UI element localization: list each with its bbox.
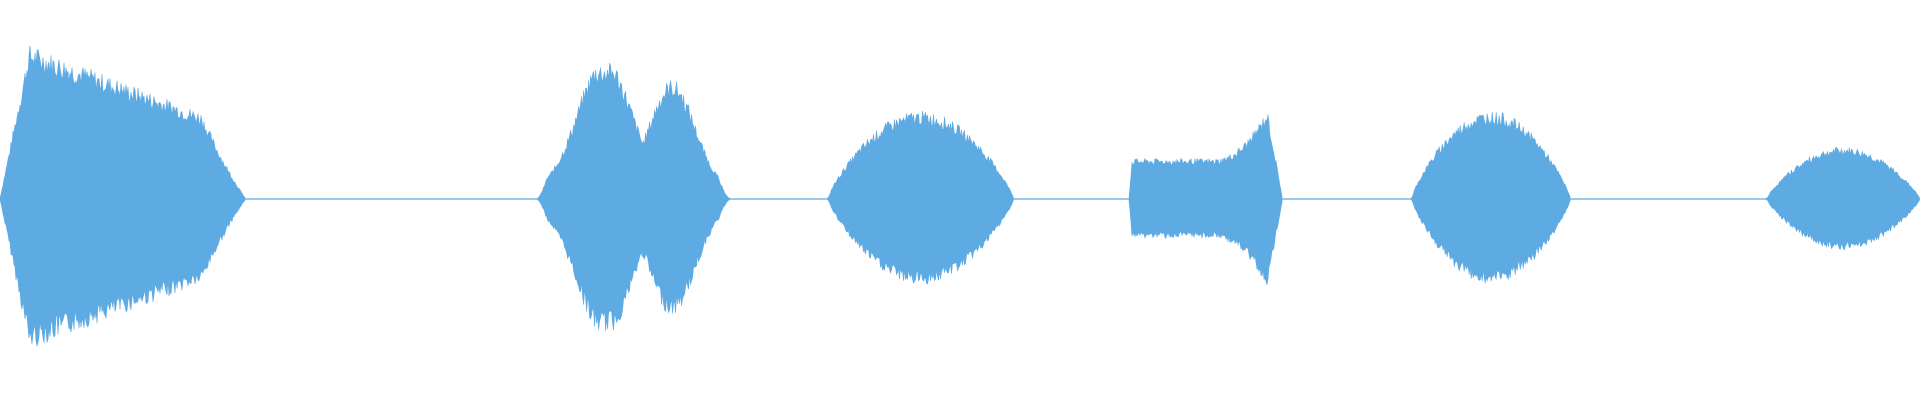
waveform-segment-3 <box>827 111 1014 285</box>
waveform-segment-1 <box>0 45 246 347</box>
waveform-segment-5 <box>1410 111 1571 284</box>
waveform-segment-2 <box>537 62 730 331</box>
waveform-segment-6 <box>1766 146 1920 251</box>
waveform-segment-4 <box>1128 114 1283 285</box>
